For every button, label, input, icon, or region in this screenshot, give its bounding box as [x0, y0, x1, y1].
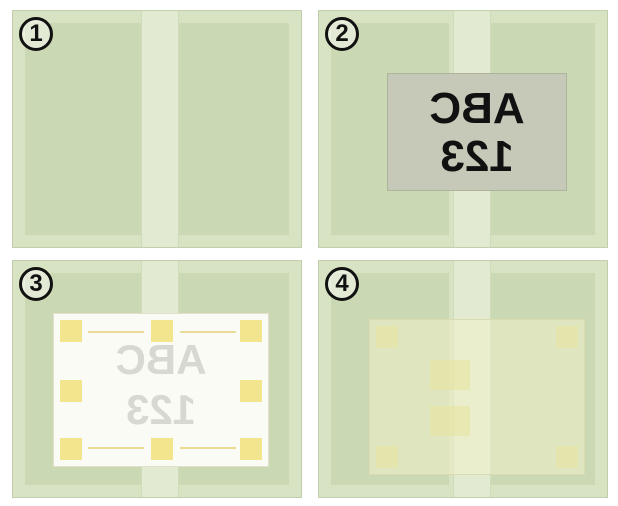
arrow-line	[88, 331, 144, 333]
step-2-panel: 2 ABC 123	[318, 10, 608, 248]
faded-mark	[376, 446, 398, 468]
sticker-line-1: ABC	[54, 336, 268, 384]
sleeve-pocket-right	[179, 23, 289, 235]
faded-mark	[376, 326, 398, 348]
step-number-3: 3	[19, 267, 53, 301]
applied-sticker	[369, 319, 585, 475]
mirrored-card: ABC 123	[387, 73, 567, 191]
corner-mark	[240, 438, 262, 460]
card-line-1: ABC	[388, 84, 566, 134]
step-4-panel: 4	[318, 260, 608, 498]
arrow-line	[180, 331, 236, 333]
sleeve-pocket-left	[25, 23, 143, 235]
faded-mark	[430, 406, 470, 436]
sticker-line-2: 123	[54, 386, 268, 434]
step-number-2: 2	[325, 17, 359, 51]
faded-mark	[430, 360, 470, 390]
corner-mark	[60, 438, 82, 460]
faded-mark	[556, 446, 578, 468]
card-line-2: 123	[388, 132, 566, 182]
step-1-panel: 1	[12, 10, 302, 248]
step-number-4: 4	[325, 267, 359, 301]
arrow-line	[88, 447, 144, 449]
sleeve-center-strip	[141, 11, 179, 247]
arrow-line	[180, 447, 236, 449]
step-3-panel: 3 ABC 123	[12, 260, 302, 498]
faded-mark	[556, 326, 578, 348]
corner-mark	[151, 438, 173, 460]
step-number-1: 1	[19, 17, 53, 51]
adhesive-sticker: ABC 123	[53, 313, 269, 467]
